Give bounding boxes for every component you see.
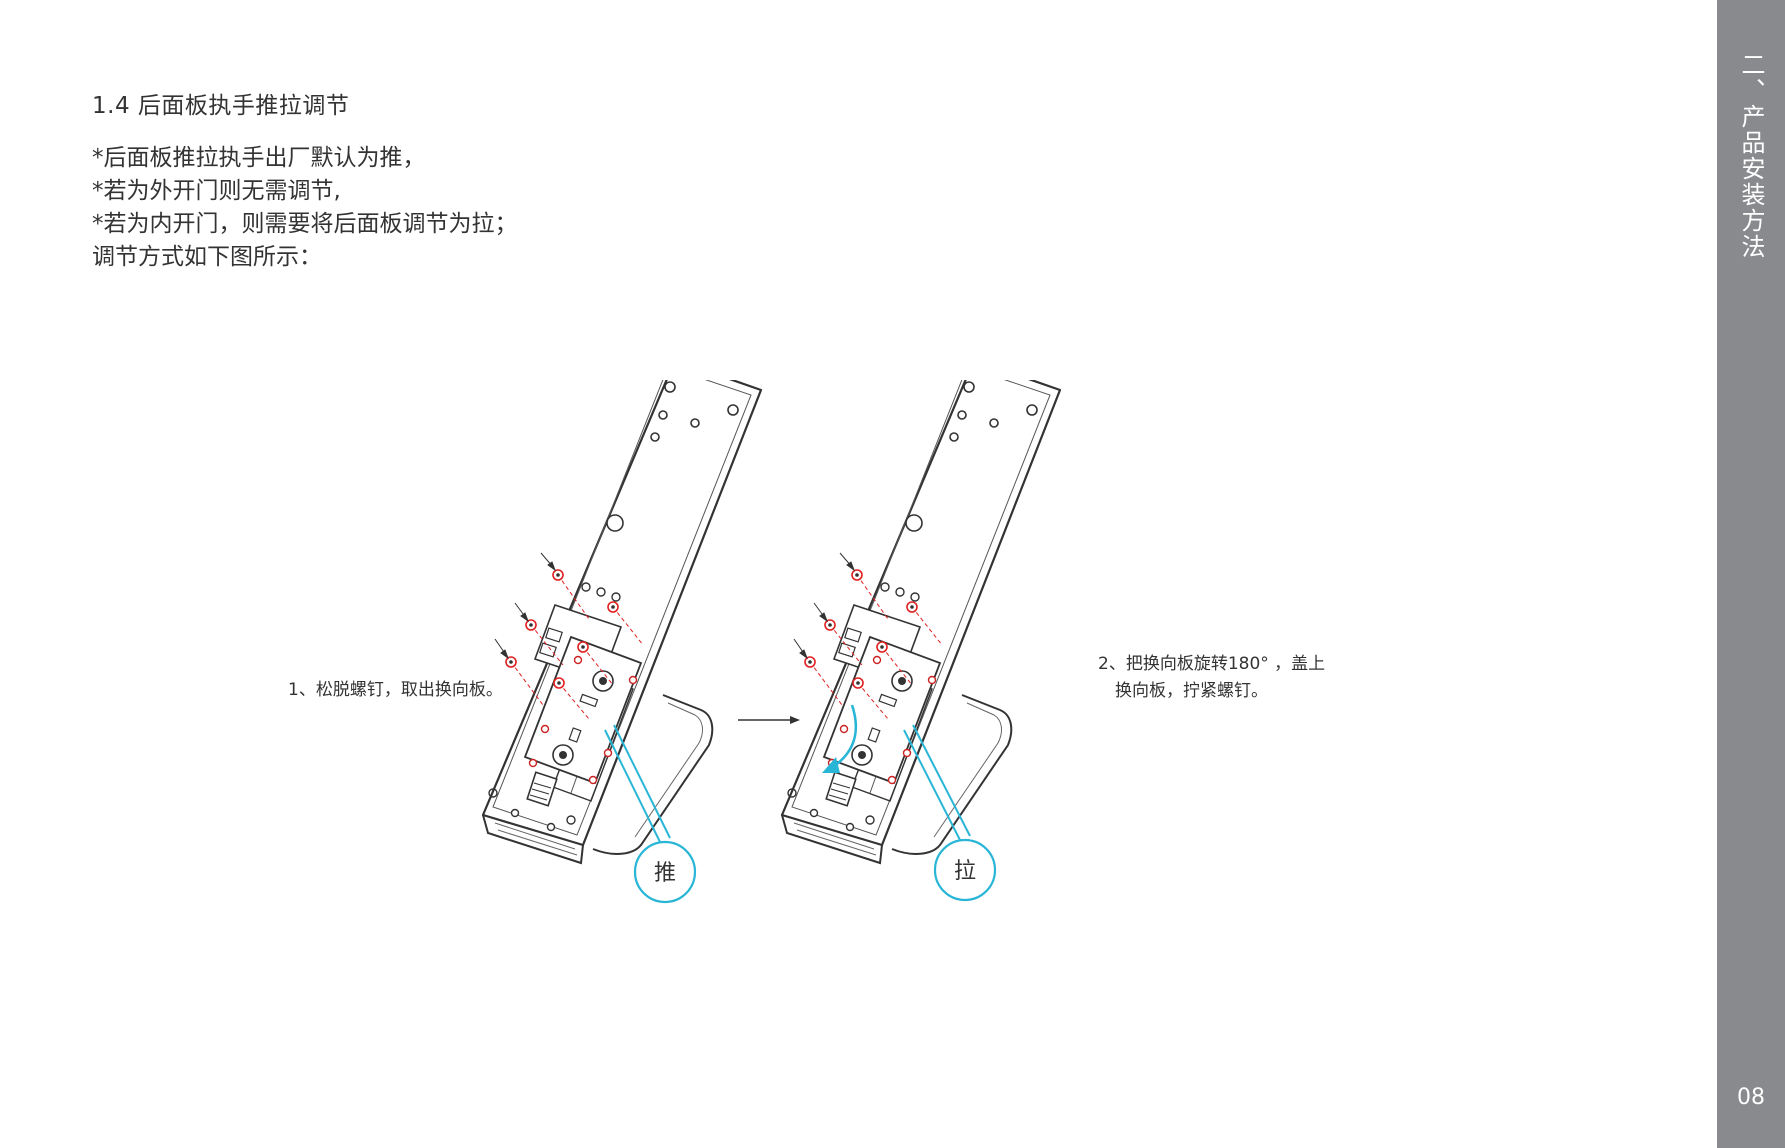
lock-panel-left <box>481 380 763 865</box>
step-arrow <box>738 716 800 724</box>
instruction-text: *后面板推拉执手出厂默认为推， *若为外开门则无需调节, *若为内开门，则需要将… <box>92 142 518 274</box>
step1-caption: 1、松脱螺钉，取出换向板。 <box>288 680 503 700</box>
page-number: 08 <box>1737 1085 1765 1110</box>
instruction-line: *后面板推拉执手出厂默认为推， <box>92 145 426 171</box>
pull-label: 拉 <box>954 859 976 884</box>
chapter-sidebar: 二、产品安装方法 08 <box>1717 0 1785 1148</box>
lock-panel-right <box>780 380 1062 865</box>
chapter-title: 二、产品安装方法 <box>1737 52 1765 260</box>
pull-callout: 拉 <box>903 724 997 902</box>
instruction-line: *若为外开门则无需调节, <box>92 178 341 204</box>
push-callout: 推 <box>604 724 697 904</box>
instruction-line: 调节方式如下图所示： <box>92 244 322 270</box>
handle-adjustment-illustration: 推 拉 <box>481 380 1062 904</box>
step2-caption-line: 换向板，拧紧螺钉。 <box>1115 681 1268 701</box>
step2-caption-line: 2、把换向板旋转180° ，盖上 <box>1098 654 1326 674</box>
step2-caption: 2、把换向板旋转180° ，盖上 换向板，拧紧螺钉。 <box>1098 651 1325 705</box>
instruction-line: *若为内开门，则需要将后面板调节为拉； <box>92 211 518 237</box>
push-label: 推 <box>654 861 676 886</box>
section-heading: 1.4 后面板执手推拉调节 <box>92 93 350 119</box>
